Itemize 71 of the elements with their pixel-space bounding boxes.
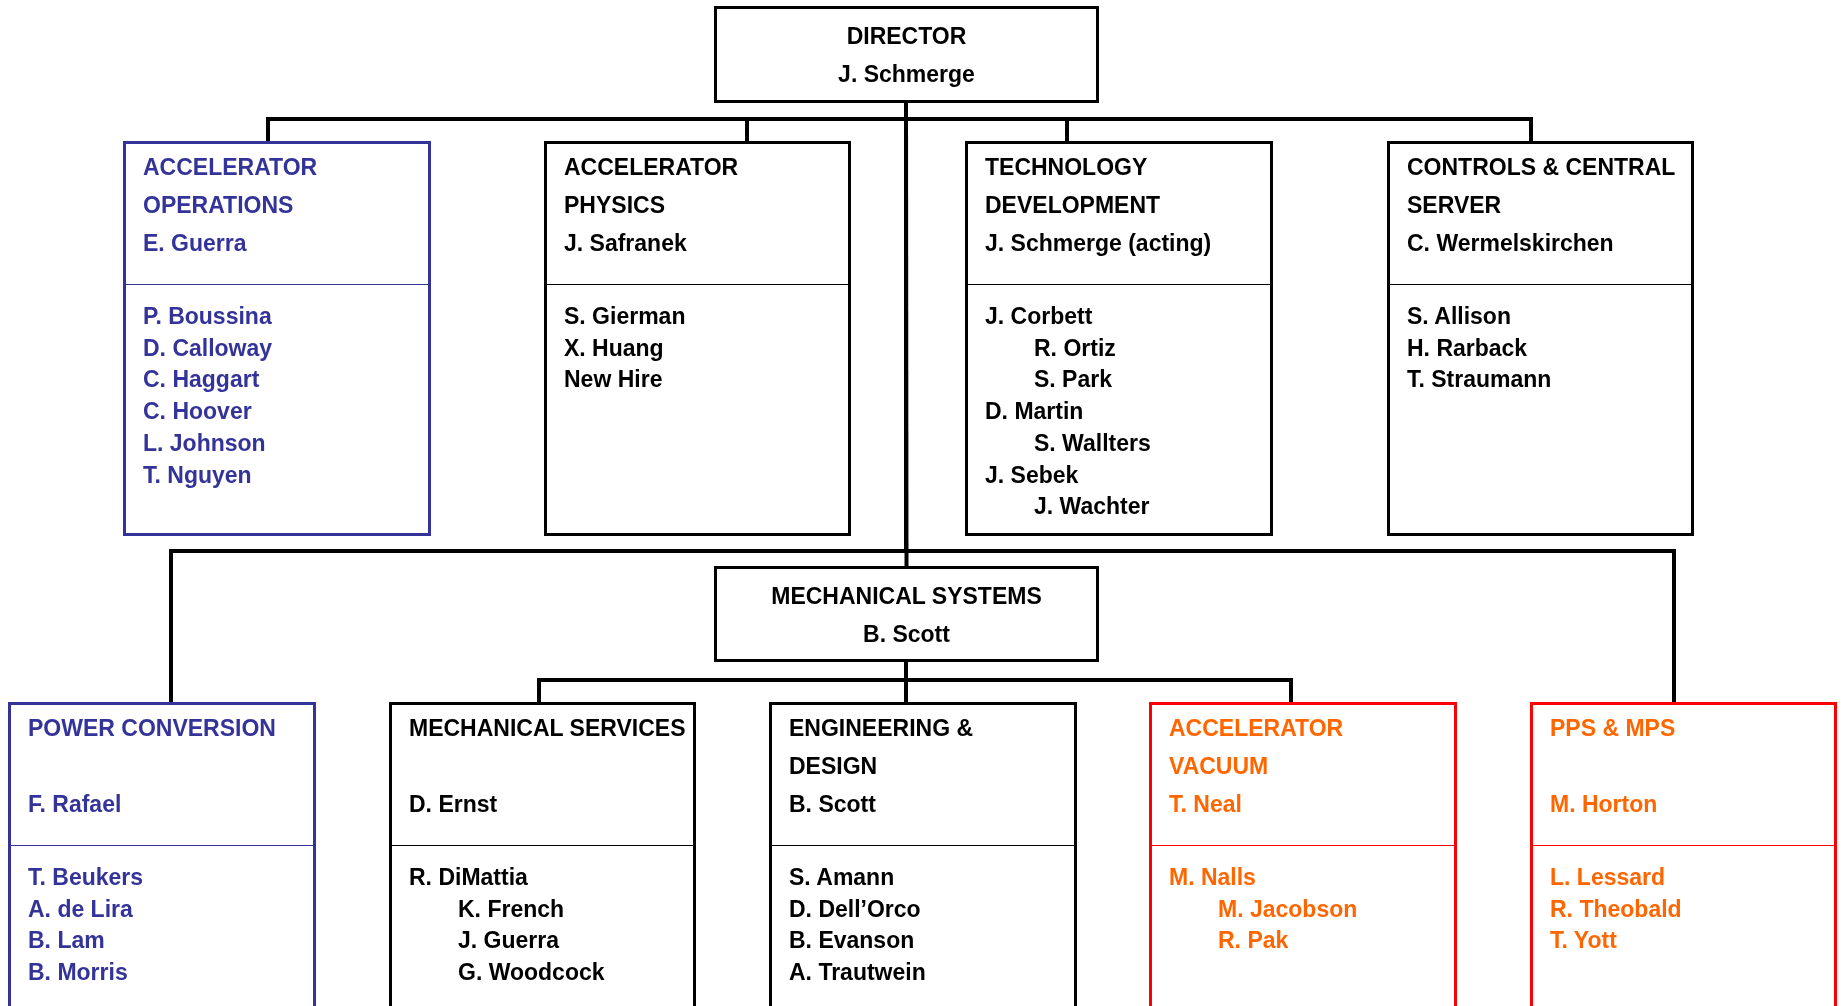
department-title: CONTROLS & CENTRAL SERVER [1407,153,1676,220]
staff-name: S. Allison [1407,302,1511,331]
manager-name: T. Neal [1169,790,1242,819]
staff-name: T. Straumann [1407,365,1552,395]
staff-name: L. Johnson [143,428,266,458]
staff-name: D. Calloway [143,333,273,363]
staff-name: J. Guerra [458,926,559,956]
staff-name: S. Park [1034,365,1112,395]
staff-name: J. Corbett [985,302,1093,331]
department-title: PPS & MPS [1550,714,1677,743]
staff-name: T. Beukers [28,863,144,892]
staff-name: M. Jacobson [1218,894,1358,924]
staff-name: T. Yott [1550,926,1617,956]
staff-name: S. Wallters [1034,428,1151,458]
staff-name: New Hire [564,365,663,395]
manager-name: E. Guerra [143,229,247,258]
department-box [544,141,851,536]
staff-name: M. Nalls [1169,863,1256,892]
manager-name: M. Horton [1550,790,1658,819]
department-box [965,141,1273,536]
staff-name: B. Lam [28,926,105,956]
department-box [769,702,1077,1006]
department-box [1387,141,1694,536]
manager-name: J. Safranek [564,229,687,258]
staff-name: A. de Lira [28,894,133,924]
department-title: POWER CONVERSION [28,714,277,743]
staff-name: C. Haggart [143,365,260,395]
department-box [389,702,696,1006]
staff-name: R. Theobald [1550,894,1682,924]
department-title: ACCELERATOR PHYSICS [564,153,740,220]
department-title: TECHNOLOGY DEVELOPMENT [985,153,1162,220]
manager-name: C. Wermelskirchen [1407,229,1614,258]
department-box [8,702,316,1006]
department-title: ACCELERATOR VACUUM [1169,714,1345,781]
staff-name: R. DiMattia [409,863,528,892]
staff-name: R. Pak [1218,926,1289,956]
manager-box [714,566,1099,662]
manager-box [714,6,1099,103]
staff-name: S. Gierman [564,302,686,331]
department-title: MECHANICAL SERVICES [409,714,686,743]
staff-name: L. Lessard [1550,863,1666,892]
staff-name: S. Amann [789,863,895,892]
department-box [1149,702,1457,1006]
staff-name: C. Hoover [143,397,252,427]
staff-name: J. Sebek [985,460,1079,490]
connector-line [904,662,1293,702]
staff-name: H. Rarback [1407,333,1528,363]
staff-name: X. Huang [564,333,664,363]
manager-name: B. Scott [862,620,951,649]
department-title: ENGINEERING & DESIGN [789,714,975,781]
staff-name: B. Morris [28,958,128,988]
manager-name: B. Scott [789,790,876,819]
manager-name: D. Ernst [409,790,498,819]
staff-name: K. French [458,894,565,924]
department-title: ACCELERATOR OPERATIONS [143,153,319,220]
staff-name: B. Evanson [789,926,915,956]
staff-name: D. Martin [985,397,1084,427]
staff-name: D. Dell’Orco [789,894,921,924]
department-box [1530,702,1837,1006]
title-text: MECHANICAL SYSTEMS [770,582,1043,611]
manager-name: F. Rafael [28,790,122,819]
staff-name: J. Wachter [1034,492,1150,522]
staff-name: R. Ortiz [1034,333,1116,363]
staff-name: P. Boussina [143,302,272,331]
title-text: DIRECTOR [845,22,968,51]
staff-name: T. Nguyen [143,460,252,490]
manager-name: J. Schmerge (acting) [985,229,1212,258]
department-box [123,141,431,536]
staff-name: G. Woodcock [458,958,605,988]
manager-name: J. Schmerge [837,60,976,89]
staff-name: A. Trautwein [789,958,926,988]
